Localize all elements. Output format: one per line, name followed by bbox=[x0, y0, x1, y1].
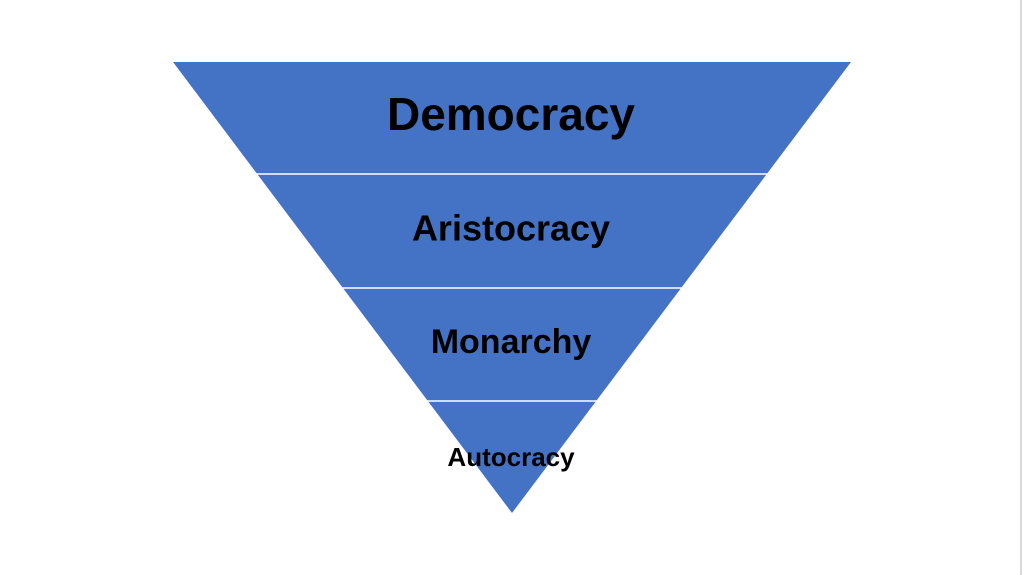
tier-label-monarchy: Monarchy bbox=[431, 323, 592, 361]
tier-label-autocracy: Autocracy bbox=[447, 442, 575, 472]
tier-label-aristocracy: Aristocracy bbox=[412, 208, 610, 249]
tier-label-democracy: Democracy bbox=[387, 88, 635, 140]
slide-edge-divider bbox=[1020, 0, 1022, 575]
